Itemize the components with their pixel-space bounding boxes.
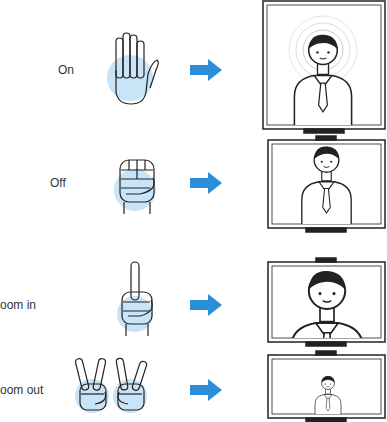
zoomed-person — [291, 271, 364, 338]
monitor — [263, 1, 385, 133]
gesture-label: oom out — [0, 383, 43, 397]
monitor — [268, 351, 385, 422]
two-finger-gesture — [75, 358, 148, 413]
monitor — [268, 136, 385, 232]
person — [302, 147, 351, 224]
pointing-gesture — [117, 262, 153, 336]
open-palm-gesture — [107, 33, 158, 104]
blurred-person — [289, 16, 357, 125]
small-person — [315, 376, 341, 414]
gesture-label: oom in — [0, 298, 36, 312]
fist-gesture — [114, 160, 156, 214]
gesture-label: Off — [50, 176, 66, 190]
gesture-label: On — [58, 63, 74, 77]
arrow — [190, 59, 222, 401]
